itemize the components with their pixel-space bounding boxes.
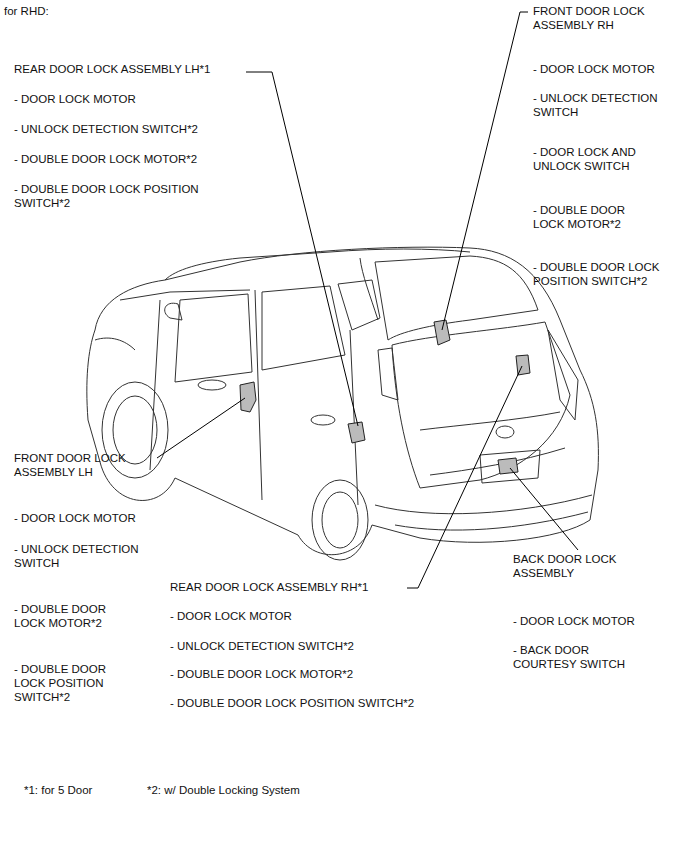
lock-assembly — [498, 458, 518, 474]
component-item: - DOUBLE DOOR LOCK POSITION SWITCH*2 — [533, 260, 675, 288]
component-item: - DOUBLE DOOR LOCK POSITION SWITCH*2 — [14, 182, 229, 210]
title: for RHD: — [4, 4, 49, 18]
lock-assembly — [348, 422, 365, 443]
component-item: - DOUBLE DOOR LOCK POSITION SWITCH*2 — [14, 662, 119, 704]
component-item: - UNLOCK DETECTION SWITCH — [14, 542, 154, 570]
component-item: - DOOR LOCK MOTOR — [14, 511, 136, 525]
component-item: - DOOR LOCK AND UNLOCK SWITCH — [533, 145, 658, 173]
component-item: - UNLOCK DETECTION SWITCH*2 — [170, 639, 354, 653]
part-name: FRONT DOOR LOCK ASSEMBLY LH — [14, 451, 139, 479]
part-name: FRONT DOOR LOCK ASSEMBLY RH — [533, 4, 663, 32]
component-item: - DOUBLE DOOR LOCK POSITION SWITCH*2 — [170, 696, 414, 710]
component-item: - DOUBLE DOOR LOCK MOTOR*2 — [14, 602, 124, 630]
component-item: - UNLOCK DETECTION SWITCH*2 — [14, 122, 198, 136]
part-name: REAR DOOR LOCK ASSEMBLY LH*1 — [14, 62, 210, 76]
component-item: - DOUBLE DOOR LOCK MOTOR*2 — [533, 203, 643, 231]
lock-assembly — [516, 355, 530, 375]
footnote: *1: for 5 Door — [24, 783, 92, 797]
lock-assembly — [434, 320, 450, 345]
leader-line — [442, 12, 528, 330]
component-item: - BACK DOOR COURTESY SWITCH — [513, 643, 648, 671]
footnote: *2: w/ Double Locking System — [147, 783, 300, 797]
leader-line — [246, 72, 358, 426]
leader-line — [407, 366, 522, 588]
component-item: - DOOR LOCK MOTOR — [170, 609, 292, 623]
component-item: - DOOR LOCK MOTOR — [14, 92, 136, 106]
leader-line — [157, 398, 245, 458]
part-name: BACK DOOR LOCK ASSEMBLY — [513, 552, 638, 580]
component-item: - UNLOCK DETECTION SWITCH — [533, 91, 673, 119]
component-item: - DOOR LOCK MOTOR — [513, 614, 635, 628]
component-item: - DOUBLE DOOR LOCK MOTOR*2 — [14, 152, 197, 166]
part-name: REAR DOOR LOCK ASSEMBLY RH*1 — [170, 580, 368, 594]
component-item: - DOOR LOCK MOTOR — [533, 62, 655, 76]
leader-line — [510, 468, 578, 550]
component-item: - DOUBLE DOOR LOCK MOTOR*2 — [170, 667, 353, 681]
lock-assembly — [240, 382, 256, 412]
